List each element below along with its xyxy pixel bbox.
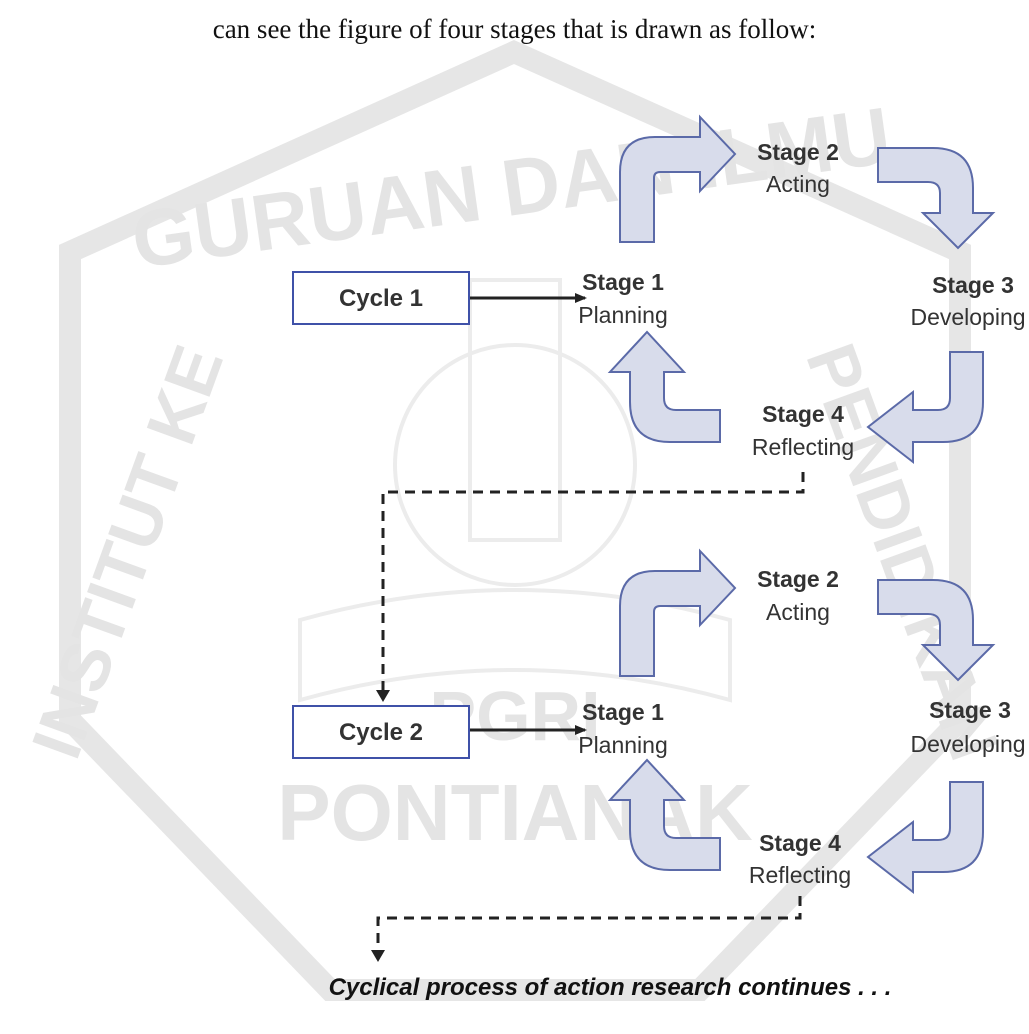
watermark-text-left: INSTITUT KE (17, 336, 238, 768)
cycle-1-stage-4-title: Stage 4 (762, 401, 844, 427)
cycle-1-stage-4-name: Reflecting (752, 434, 854, 460)
cycle-2-stage-1-title: Stage 1 (582, 699, 664, 725)
cycle-transition-arrowhead (376, 690, 390, 702)
cycle-transition-connector (381, 472, 805, 695)
cycle-1-stage-1-name: Planning (578, 302, 668, 328)
cycle-2-stage-2-title: Stage 2 (757, 566, 839, 592)
cycle-1-group: Cycle 1 Stage 1 Planning Stage 2 Acting … (292, 116, 1026, 463)
cycle-1-stage-1-title: Stage 1 (582, 269, 664, 295)
cycle-2-stage-1-name: Planning (578, 732, 668, 758)
cycle-2-box (292, 705, 470, 759)
cycle-2-stage-4-name: Reflecting (749, 862, 851, 888)
cycle-1-box (292, 271, 470, 325)
cycle-2-label: Cycle 2 (339, 719, 423, 746)
cycle-2-stage-4-title: Stage 4 (759, 830, 841, 856)
cycle-1-stage-3-name: Developing (910, 304, 1025, 330)
continuation-connector (376, 896, 802, 955)
footer-caption: Cyclical process of action research cont… (329, 974, 892, 1001)
cycle-1-stage-3-title: Stage 3 (932, 272, 1014, 298)
cycle-2-stage-3-name: Developing (910, 731, 1025, 757)
cycle-1-stage-2-name: Acting (766, 171, 830, 197)
cycle-2-arrow-planning-to-acting (619, 550, 736, 677)
cycle-2-stage-2-name: Acting (766, 599, 830, 625)
watermark: GURUAN DAN ILMU INSTITUT KE PENDIDIKAN P… (17, 39, 1014, 1001)
cycle-2-stage-3-title: Stage 3 (929, 697, 1011, 723)
cycle-1-label: Cycle 1 (339, 285, 423, 312)
cycle-1-stage-2-title: Stage 2 (757, 139, 839, 165)
cycle-2-group: Cycle 2 Stage 1 Planning Stage 2 Acting … (292, 550, 1026, 893)
continuation-arrowhead (371, 950, 385, 962)
figure-caption: can see the figure of four stages that i… (212, 14, 817, 44)
